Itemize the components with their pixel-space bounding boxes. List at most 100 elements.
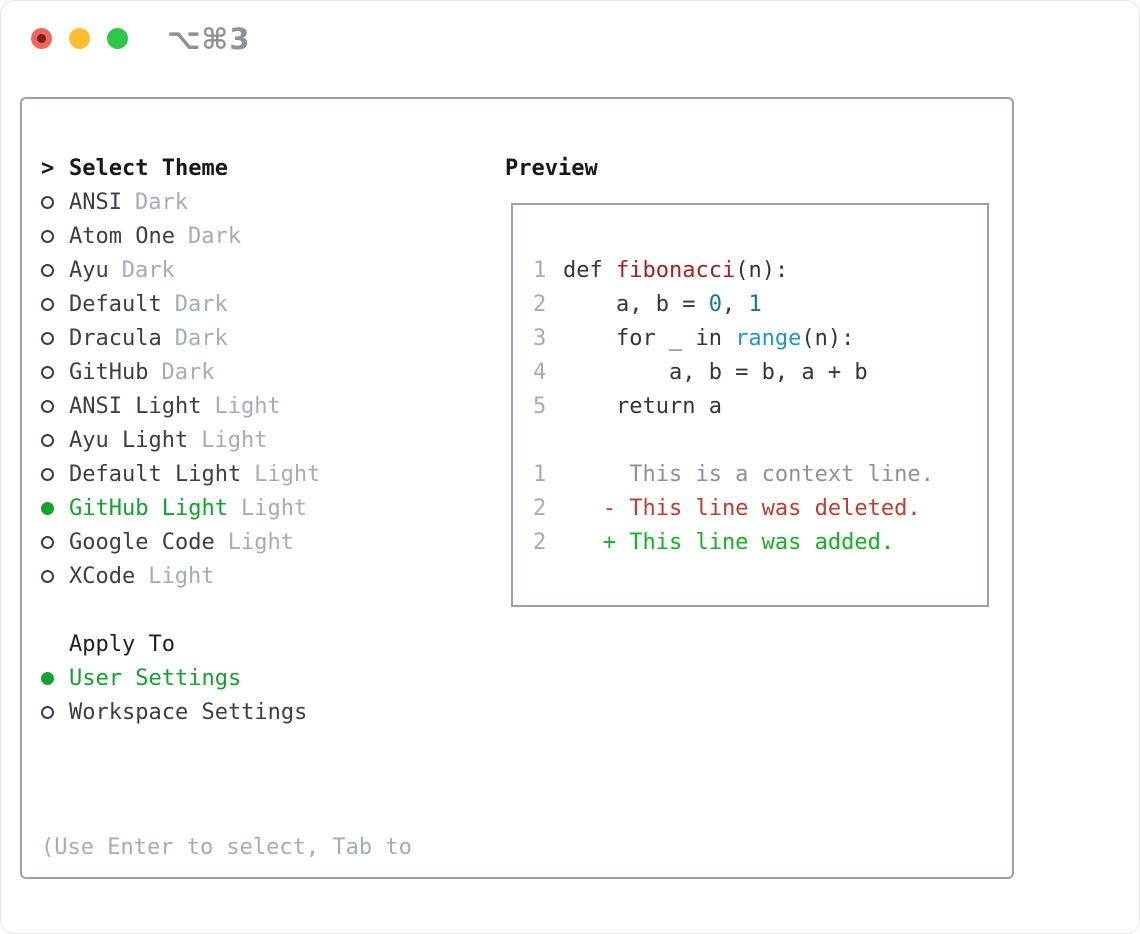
apply-option-user-settings[interactable]: User Settings (41, 661, 491, 695)
theme-variant-label: Light (214, 393, 281, 419)
bullet-slot (41, 229, 69, 243)
bullet-slot (41, 263, 69, 277)
theme-variant-label: Dark (174, 325, 228, 351)
line-content: + This line was added. (563, 529, 895, 555)
selected-radio-icon (41, 501, 54, 515)
bullet-slot (41, 569, 69, 583)
line-content: def fibonacci(n): (563, 257, 789, 283)
zoom-button-icon[interactable] (107, 28, 128, 49)
context-line: 1 This is a context line. (533, 457, 977, 491)
bullet-slot (41, 399, 69, 413)
theme-variant-label: Dark (161, 359, 215, 385)
line-number: 2 (533, 495, 547, 521)
theme-option-dracula[interactable]: Dracula Dark (41, 321, 491, 355)
option-label: Ayu (69, 257, 109, 283)
theme-option-xcode[interactable]: XCode Light (41, 559, 491, 593)
window-title: ⌥⌘3 (167, 22, 251, 56)
option-label: Workspace Settings (69, 699, 308, 725)
radio-icon (41, 569, 54, 583)
theme-option-ayu[interactable]: Ayu Dark (41, 253, 491, 287)
help-text: (Use Enter to select, Tab to change focu… (41, 763, 491, 933)
apply-option-workspace-settings[interactable]: Workspace Settings (41, 695, 491, 729)
code-line: 4 a, b = b, a + b (533, 355, 977, 389)
bullet-slot (41, 467, 69, 481)
option-label: Ayu Light (69, 427, 189, 453)
line-number: 4 (533, 359, 547, 385)
titlebar: ⌥⌘3 (1, 1, 1139, 97)
apply-to-header: Apply To (41, 627, 491, 661)
deleted-line: 2 - This line was deleted. (533, 491, 977, 525)
code-line: 1 def fibonacci(n): (533, 253, 977, 287)
option-label: XCode (69, 563, 136, 589)
line-number: 1 (533, 461, 547, 487)
option-label: Dracula (69, 325, 162, 351)
theme-option-ayu-light[interactable]: Ayu Light Light (41, 423, 491, 457)
line-content: This is a context line. (563, 461, 934, 487)
bullet-slot (41, 705, 69, 719)
theme-variant-label: Dark (187, 223, 241, 249)
line-number: 1 (533, 257, 547, 283)
select-theme-title: Select Theme (69, 155, 228, 181)
theme-variant-label: Light (240, 495, 308, 521)
theme-variant-label: Light (148, 563, 215, 589)
radio-icon (41, 331, 54, 345)
radio-icon (41, 195, 54, 209)
apply-to-title: Apply To (69, 631, 175, 657)
theme-variant-label: Dark (121, 257, 175, 283)
bullet-slot (41, 331, 69, 345)
blank-line (533, 423, 977, 457)
line-number: 2 (533, 529, 547, 555)
option-label: Atom One (69, 223, 175, 249)
close-button-icon[interactable] (31, 28, 52, 49)
line-number: 2 (533, 291, 547, 317)
bullet-slot (41, 297, 69, 311)
bullet-slot (41, 365, 69, 379)
option-label: User Settings (69, 665, 242, 691)
theme-option-github[interactable]: GitHub Dark (41, 355, 491, 389)
option-label: Default Light (69, 461, 242, 487)
radio-icon (41, 263, 54, 277)
theme-variant-label: Dark (134, 189, 188, 215)
select-theme-header: > Select Theme (41, 151, 491, 185)
code-line: 2 a, b = 0, 1 (533, 287, 977, 321)
option-label: Google Code (69, 529, 215, 555)
selected-radio-icon (41, 671, 54, 685)
bullet-slot (41, 433, 69, 447)
radio-icon (41, 297, 54, 311)
radio-icon (41, 229, 54, 243)
option-label: GitHub Light (69, 495, 228, 521)
theme-option-default[interactable]: Default Dark (41, 287, 491, 321)
prompt-caret-icon: > (41, 155, 55, 181)
help-line: (Use Enter to select, Tab to (41, 835, 412, 860)
theme-option-github-light[interactable]: GitHub Light Light (41, 491, 491, 525)
theme-variant-label: Light (254, 461, 321, 487)
minimize-button-icon[interactable] (69, 28, 90, 49)
line-number: 5 (533, 393, 547, 419)
radio-icon (41, 535, 54, 549)
line-content: return a (563, 393, 722, 419)
option-label: GitHub (69, 359, 149, 385)
radio-icon (41, 399, 54, 413)
line-content: a, b = 0, 1 (563, 291, 762, 317)
bullet-slot (41, 671, 69, 685)
theme-variant-label: Dark (174, 291, 228, 317)
radio-icon (41, 705, 54, 719)
spacer (41, 593, 491, 627)
radio-icon (41, 433, 54, 447)
line-number: 3 (533, 325, 547, 351)
theme-variant-label: Light (201, 427, 268, 453)
theme-option-atom-one[interactable]: Atom One Dark (41, 219, 491, 253)
option-label: Default (69, 291, 162, 317)
theme-option-default-light[interactable]: Default Light Light (41, 457, 491, 491)
radio-icon (41, 467, 54, 481)
